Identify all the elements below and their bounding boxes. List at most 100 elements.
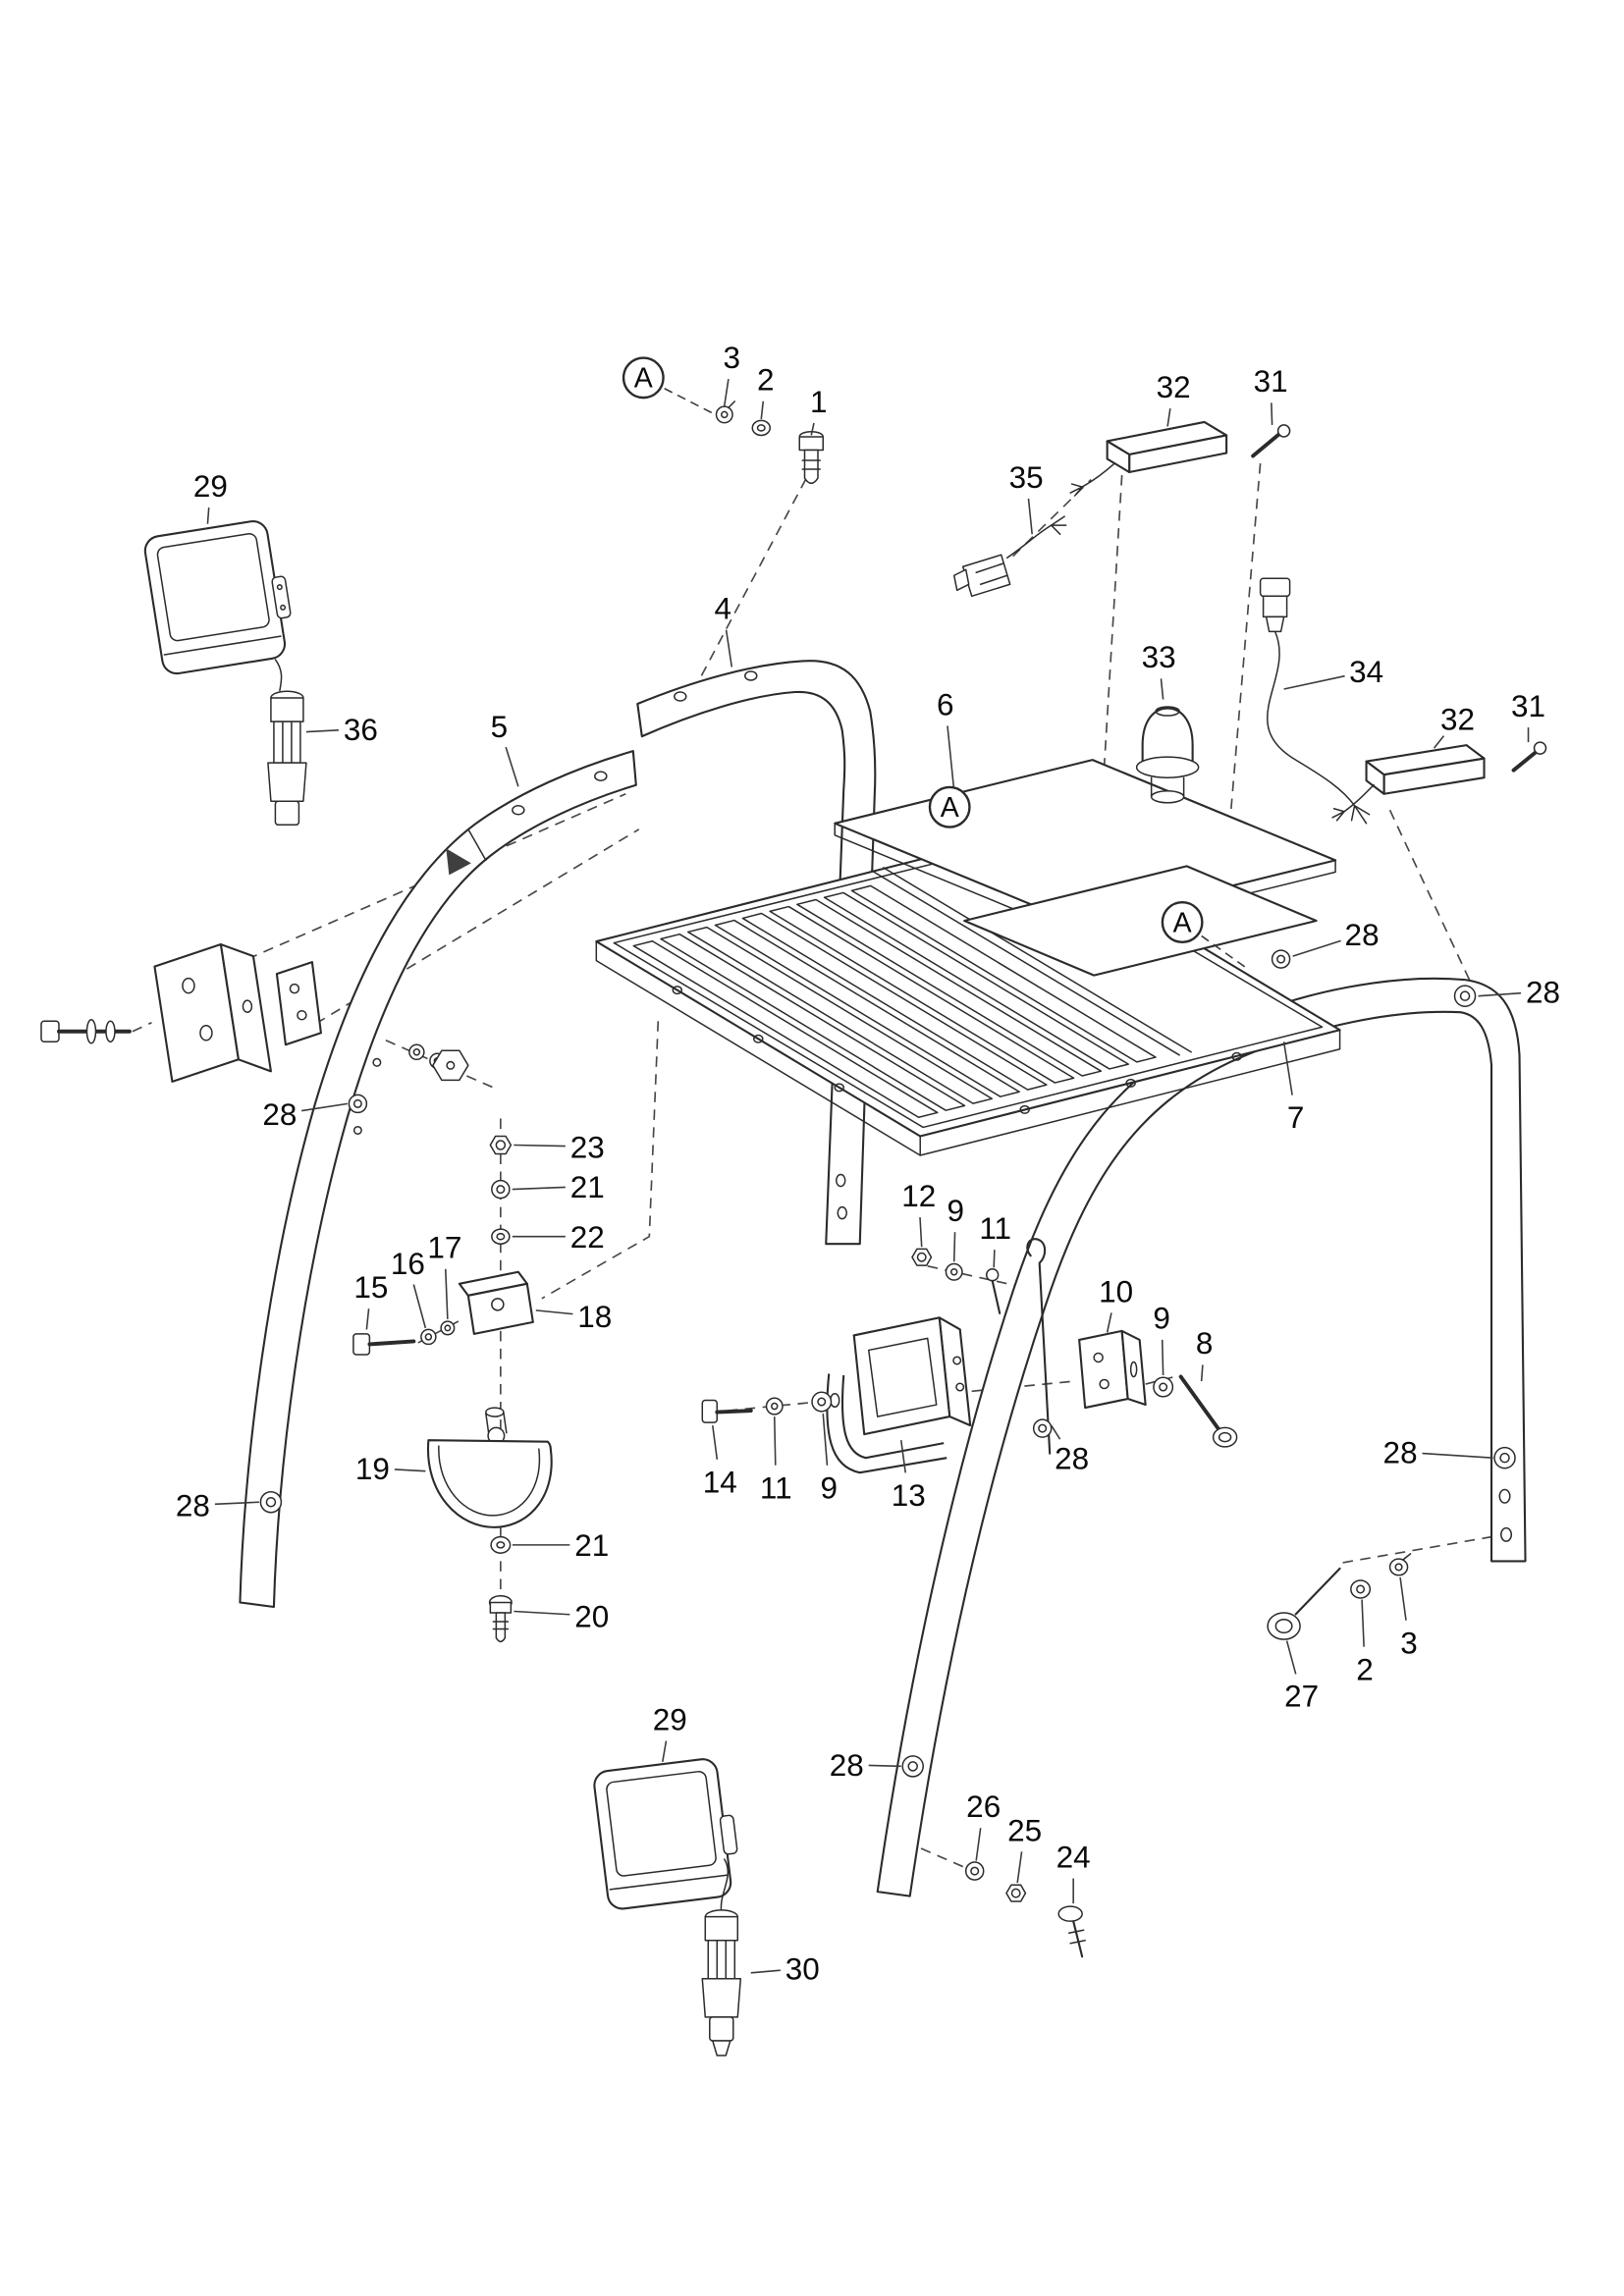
callout-leader bbox=[1160, 678, 1164, 700]
callout-4: 4 bbox=[715, 591, 732, 626]
grommets-28 bbox=[259, 949, 1516, 1778]
callout-leader bbox=[899, 1440, 906, 1473]
callout-21: 21 bbox=[574, 1527, 609, 1563]
view-marker-circle bbox=[1161, 901, 1204, 944]
callout-28: 28 bbox=[1383, 1434, 1418, 1469]
connector-36 bbox=[267, 690, 307, 827]
callout-leader bbox=[394, 1468, 426, 1472]
callout-29: 29 bbox=[653, 1701, 687, 1736]
callout-7: 7 bbox=[1287, 1099, 1305, 1135]
callout-3: 3 bbox=[1400, 1625, 1418, 1660]
callout-leader bbox=[1422, 1452, 1493, 1459]
callout-20: 20 bbox=[574, 1598, 609, 1633]
callout-26: 26 bbox=[966, 1789, 1001, 1824]
callout-3: 3 bbox=[724, 340, 741, 375]
connector-30 bbox=[701, 1909, 742, 2056]
callout-leader bbox=[365, 1308, 370, 1330]
callout-leader bbox=[952, 1232, 956, 1262]
callout-leader bbox=[810, 422, 815, 436]
callout-leader bbox=[1051, 1424, 1061, 1440]
callout-leader bbox=[412, 1284, 427, 1329]
callout-6: 6 bbox=[937, 686, 954, 721]
callout-10: 10 bbox=[1099, 1274, 1133, 1309]
callout-25: 25 bbox=[1007, 1812, 1042, 1847]
callout-leader bbox=[1361, 1599, 1365, 1647]
callout-11: 11 bbox=[979, 1210, 1011, 1246]
callout-leader bbox=[725, 629, 733, 667]
callout-leader bbox=[305, 729, 339, 733]
connector-35 bbox=[952, 515, 1067, 598]
callout-leader bbox=[723, 378, 730, 406]
callout-leader bbox=[1200, 1364, 1204, 1382]
callout-leader bbox=[1166, 408, 1171, 427]
callout-leader bbox=[206, 507, 210, 524]
callout-leader bbox=[1016, 1851, 1023, 1884]
callout-12: 12 bbox=[901, 1178, 936, 1213]
callout-leader bbox=[301, 1102, 349, 1112]
callout-21: 21 bbox=[570, 1169, 605, 1204]
callout-18: 18 bbox=[577, 1299, 612, 1334]
callout-24: 24 bbox=[1056, 1839, 1091, 1874]
callout-leader bbox=[1285, 1640, 1297, 1675]
bolt-27-washers bbox=[1267, 1553, 1412, 1640]
hardware-stack-23-21-22 bbox=[489, 1135, 513, 1245]
callout-leader bbox=[975, 1828, 982, 1861]
hardware-26-25-24 bbox=[964, 1861, 1086, 1958]
callout-30: 30 bbox=[785, 1951, 820, 1987]
view-marker-circle bbox=[928, 785, 971, 828]
callout-14: 14 bbox=[703, 1464, 737, 1499]
front-left-pillar bbox=[239, 750, 637, 1609]
callout-36: 36 bbox=[344, 712, 378, 747]
callout-23: 23 bbox=[570, 1129, 605, 1164]
callout-leader bbox=[1283, 674, 1345, 690]
hardware-1-2-3 bbox=[715, 400, 824, 485]
callout-leader bbox=[822, 1414, 829, 1466]
callout-leader bbox=[1292, 939, 1341, 957]
callout-leader bbox=[1282, 1041, 1293, 1095]
mirror-19 bbox=[427, 1407, 553, 1643]
callout-leader bbox=[773, 1416, 777, 1466]
callout-leader bbox=[993, 1250, 996, 1268]
callout-27: 27 bbox=[1284, 1678, 1319, 1713]
callout-28: 28 bbox=[1526, 974, 1560, 1009]
rear-rops-frame bbox=[876, 977, 1527, 1897]
callout-leader bbox=[750, 1969, 781, 1974]
callout-28: 28 bbox=[1055, 1440, 1089, 1475]
beacon-cable-34 bbox=[1259, 577, 1371, 825]
callout-leader bbox=[1478, 991, 1522, 997]
callout-34: 34 bbox=[1349, 654, 1383, 689]
callout-29: 29 bbox=[193, 468, 228, 504]
bracket-18 bbox=[458, 1270, 534, 1335]
callout-2: 2 bbox=[757, 362, 775, 398]
callout-leader bbox=[444, 1268, 449, 1319]
callout-leader bbox=[919, 1217, 923, 1248]
callout-1: 1 bbox=[810, 384, 828, 419]
callout-leader bbox=[535, 1309, 573, 1315]
view-marker-circle bbox=[622, 356, 665, 400]
callout-leader bbox=[1106, 1312, 1112, 1333]
bracket-10-bolt-8 bbox=[1078, 1329, 1238, 1448]
callout-32: 32 bbox=[1157, 369, 1191, 404]
callout-32: 32 bbox=[1440, 701, 1475, 736]
work-light-13 bbox=[701, 1316, 972, 1474]
callout-leader bbox=[214, 1501, 259, 1506]
callout-17: 17 bbox=[427, 1229, 461, 1264]
headlight-top-29 bbox=[143, 520, 292, 692]
callout-leader bbox=[1161, 1339, 1164, 1376]
callout-28: 28 bbox=[1345, 917, 1380, 952]
callout-leader bbox=[1433, 735, 1445, 749]
marker-light-right-32 bbox=[1331, 741, 1547, 822]
callout-28: 28 bbox=[830, 1747, 864, 1783]
callout-35: 35 bbox=[1009, 459, 1044, 495]
callout-leader bbox=[712, 1425, 719, 1460]
callout-9: 9 bbox=[947, 1193, 964, 1228]
callout-leader bbox=[662, 1740, 668, 1762]
callout-31: 31 bbox=[1254, 363, 1288, 399]
callout-leader bbox=[1027, 498, 1033, 535]
callout-leader bbox=[514, 1144, 566, 1148]
callout-9: 9 bbox=[1153, 1301, 1170, 1336]
headlight-bottom-29 bbox=[593, 1758, 738, 1913]
